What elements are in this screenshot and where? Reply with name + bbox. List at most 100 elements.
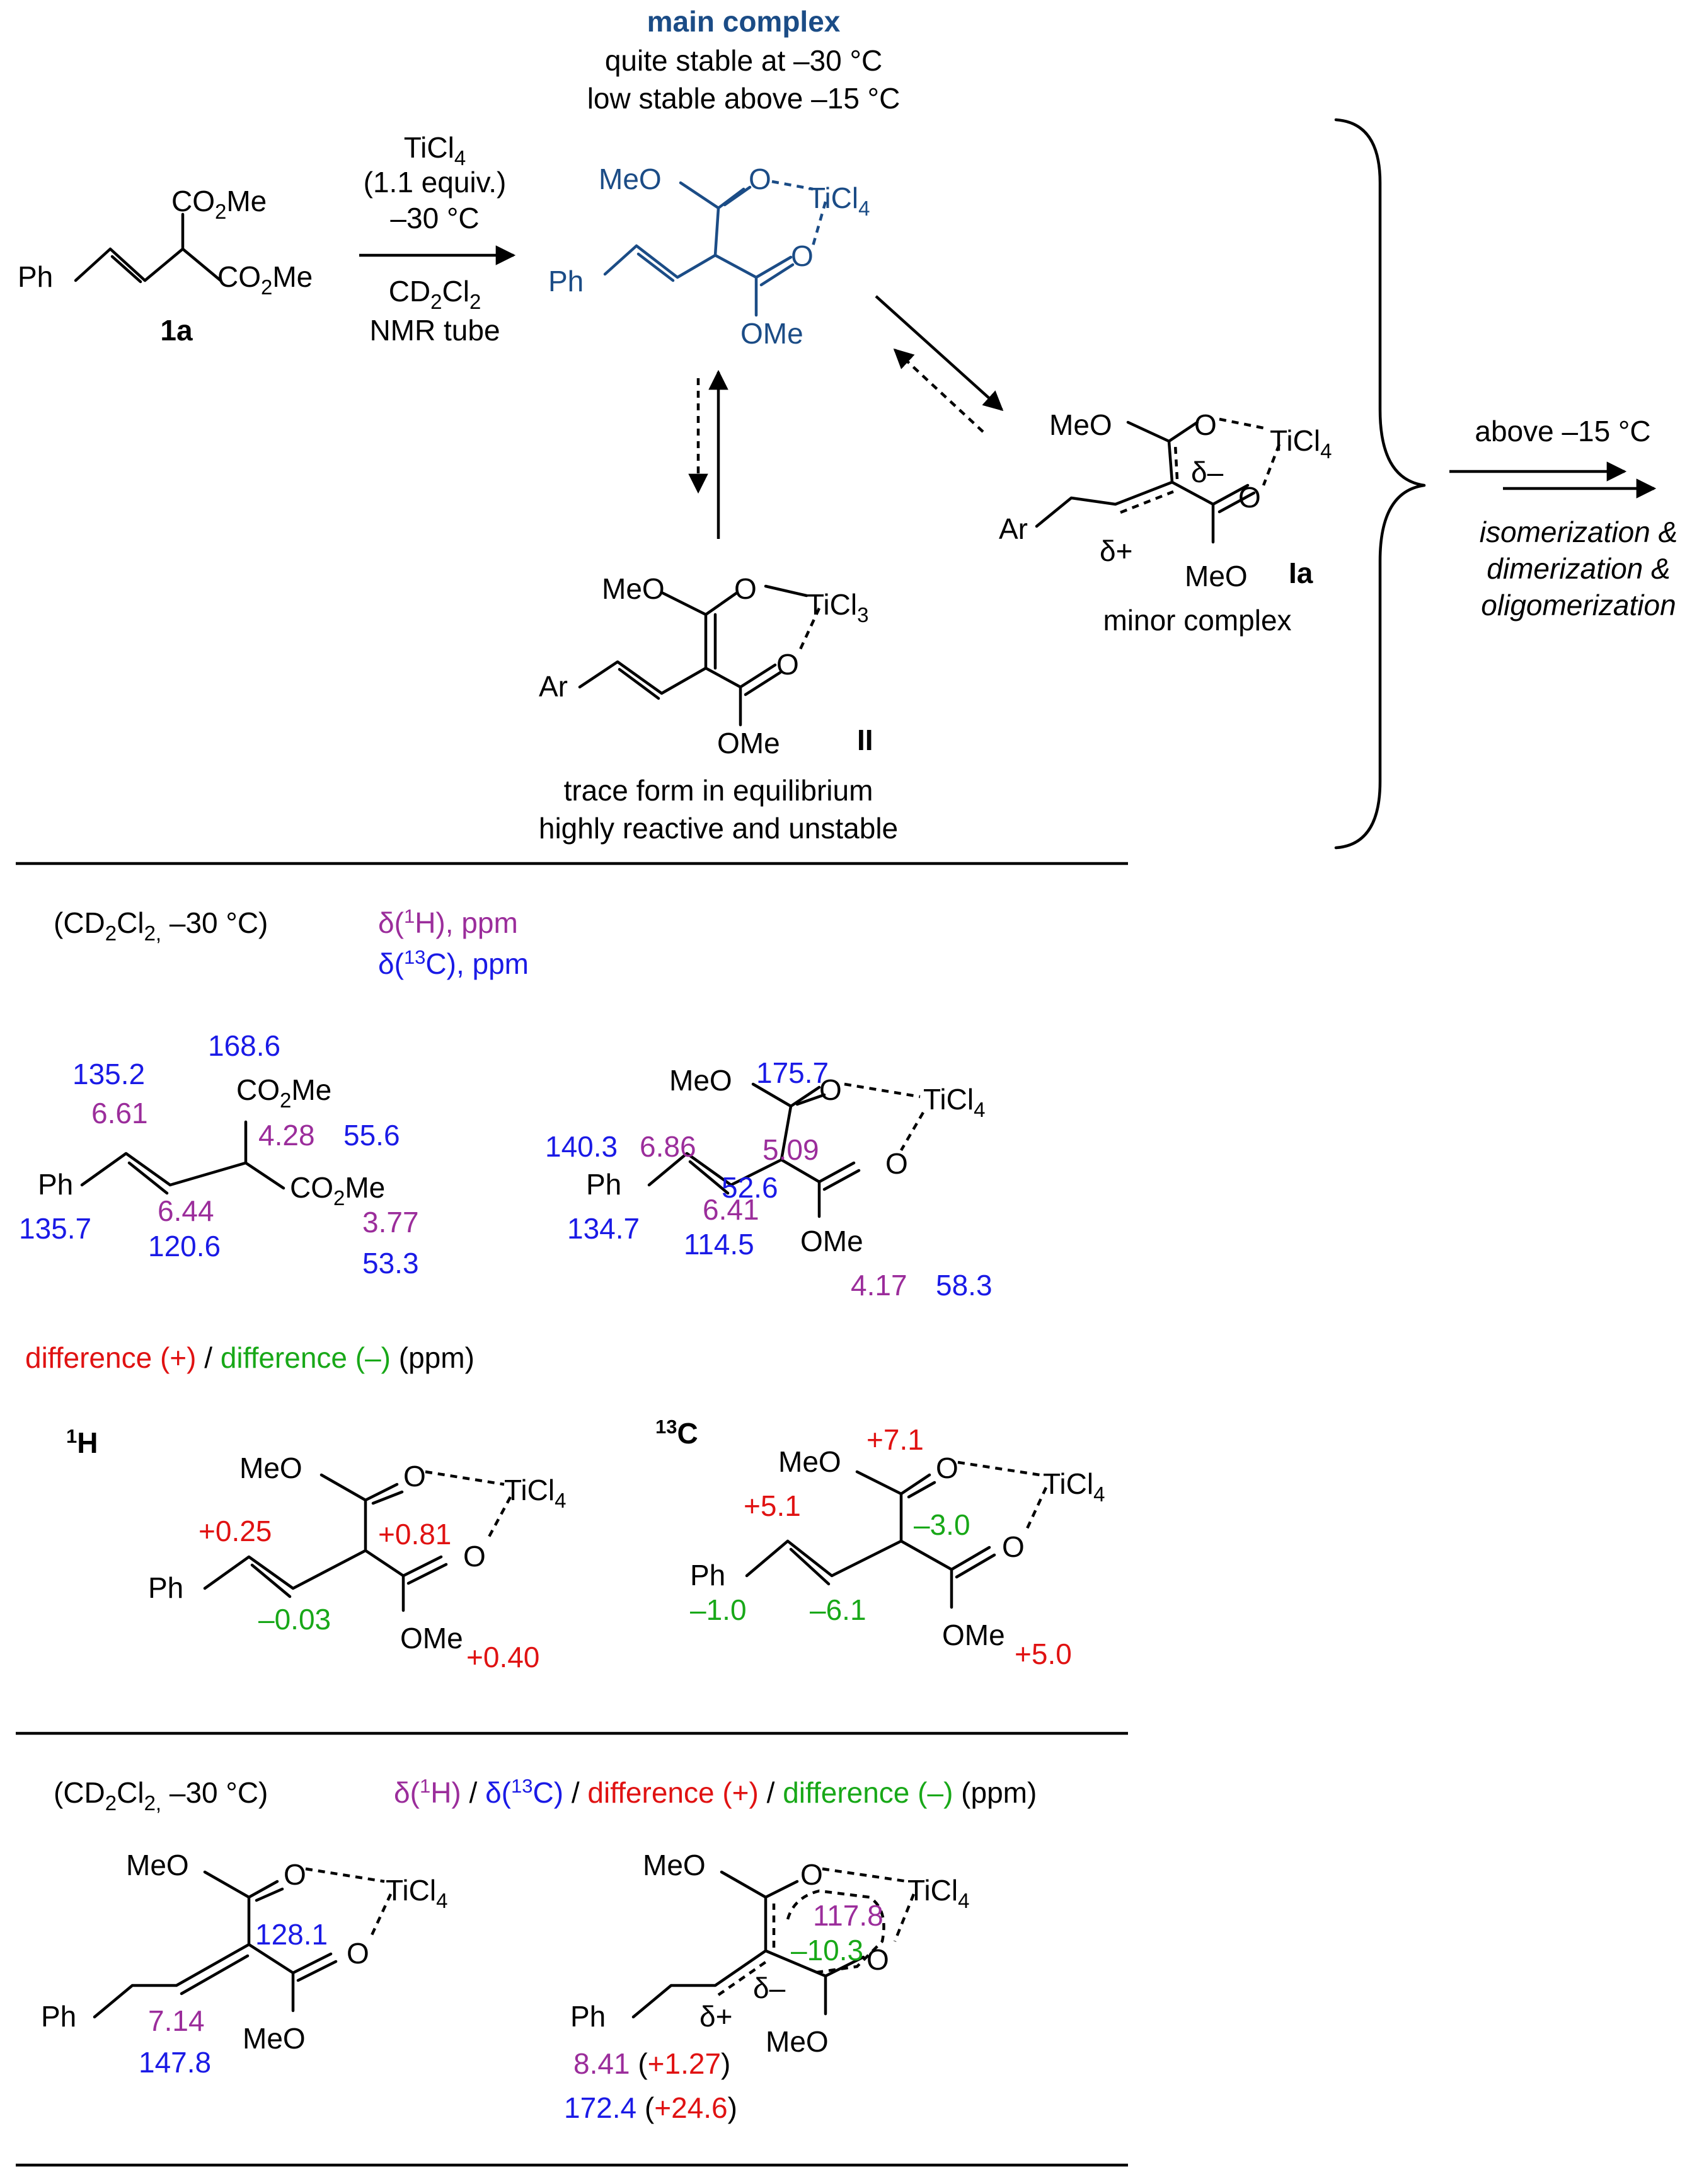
svg-text:O: O bbox=[791, 240, 814, 272]
svg-text:MeO: MeO bbox=[669, 1064, 732, 1097]
svg-text:O: O bbox=[749, 163, 771, 195]
svg-text:O: O bbox=[734, 572, 757, 605]
main-complex-title: main complex bbox=[647, 5, 841, 38]
outcome-dimerization: dimerization & bbox=[1487, 552, 1670, 585]
svg-text:CO2Me: CO2Me bbox=[236, 1073, 331, 1112]
svg-text:MeO: MeO bbox=[778, 1445, 841, 1478]
main-complex-note-2: low stable above –15 °C bbox=[587, 82, 901, 115]
polarized-proton-row: 8.41 (+1.27) bbox=[573, 2047, 730, 2080]
svg-text:Ar: Ar bbox=[539, 670, 568, 703]
svg-text:MeO: MeO bbox=[766, 2025, 829, 2058]
svg-text:MeO: MeO bbox=[602, 572, 665, 605]
svg-text:OMe: OMe bbox=[942, 1619, 1005, 1651]
svg-text:+7.1: +7.1 bbox=[866, 1423, 924, 1456]
svg-text:O: O bbox=[284, 1858, 306, 1891]
nmr-conditions: (CD2Cl2, –30 °C) bbox=[54, 906, 268, 945]
svg-text:6.41: 6.41 bbox=[703, 1193, 759, 1226]
outcome-isomerization: isomerization & bbox=[1480, 516, 1678, 548]
svg-text:MeO: MeO bbox=[1185, 560, 1248, 592]
solvent-cd2cl2: CD2Cl2 bbox=[389, 275, 481, 313]
svg-text:175.7: 175.7 bbox=[756, 1056, 829, 1089]
ph-atom: Ph bbox=[18, 260, 53, 293]
reagent-equiv: (1.1 equiv.) bbox=[364, 166, 507, 199]
svg-text:117.8: 117.8 bbox=[813, 1899, 883, 1932]
svg-text:O: O bbox=[885, 1147, 908, 1180]
ticl4-blue: TiCl4 bbox=[808, 182, 870, 220]
svg-text:–10.3: –10.3 bbox=[791, 1934, 863, 1967]
main-complex-note-1: quite stable at –30 °C bbox=[605, 44, 882, 77]
svg-text:MeO: MeO bbox=[599, 163, 662, 195]
svg-text:TiCl4: TiCl4 bbox=[923, 1083, 985, 1121]
svg-text:135.2: 135.2 bbox=[72, 1058, 145, 1090]
svg-text:Ph: Ph bbox=[586, 1168, 621, 1201]
svg-text:4.28: 4.28 bbox=[258, 1119, 315, 1152]
compound-ii-structure: MeO O TiCl3 O Ar OMe II bbox=[539, 572, 873, 760]
svg-text:Ph: Ph bbox=[148, 1571, 183, 1604]
isomer-neutral-structure: MeO O TiCl4 O Ph MeO 128.1 7.14 147.8 bbox=[41, 1849, 447, 2079]
ester-lower: CO2Me bbox=[217, 260, 313, 299]
isomer-conditions: (CD2Cl2, –30 °C) bbox=[54, 1776, 268, 1815]
trace-note-2: highly reactive and unstable bbox=[539, 812, 898, 845]
svg-text:+0.40: +0.40 bbox=[466, 1641, 539, 1673]
svg-text:53.3: 53.3 bbox=[362, 1247, 419, 1280]
svg-text:168.6: 168.6 bbox=[208, 1029, 280, 1062]
svg-text:58.3: 58.3 bbox=[936, 1269, 993, 1302]
svg-text:TiCl4: TiCl4 bbox=[386, 1874, 447, 1912]
vessel-nmr-tube: NMR tube bbox=[369, 314, 500, 347]
svg-text:128.1: 128.1 bbox=[255, 1918, 328, 1951]
compound-ia-structure: MeO O TiCl4 O Ar MeO δ– δ+ Ia bbox=[999, 408, 1332, 592]
ticl4-ia: TiCl4 bbox=[1270, 424, 1332, 463]
svg-text:OMe: OMe bbox=[400, 1622, 463, 1655]
svg-text:147.8: 147.8 bbox=[139, 2046, 211, 2079]
h-difference-structure: MeO O TiCl4 O Ph OMe +0.25 +0.81 –0.03 +… bbox=[148, 1452, 566, 1673]
svg-text:120.6: 120.6 bbox=[148, 1230, 221, 1262]
svg-text:MeO: MeO bbox=[643, 1849, 706, 1881]
ester-upper: CO2Me bbox=[171, 185, 267, 223]
svg-text:TiCl4: TiCl4 bbox=[907, 1874, 969, 1912]
svg-text:O: O bbox=[936, 1452, 958, 1484]
svg-text:MeO: MeO bbox=[243, 2022, 306, 2055]
svg-text:55.6: 55.6 bbox=[343, 1119, 400, 1152]
svg-text:6.86: 6.86 bbox=[640, 1130, 696, 1163]
svg-text:5.09: 5.09 bbox=[763, 1133, 819, 1166]
main-complex-structure: MeO O TiCl4 O Ph OMe bbox=[548, 163, 870, 350]
svg-text:+5.1: +5.1 bbox=[744, 1489, 801, 1522]
delta-plus-ia: δ+ bbox=[1100, 534, 1132, 567]
svg-text:140.3: 140.3 bbox=[545, 1130, 618, 1163]
svg-text:O: O bbox=[403, 1460, 426, 1493]
svg-text:134.7: 134.7 bbox=[567, 1212, 640, 1245]
outcome-oligomerization: oligomerization bbox=[1481, 589, 1676, 621]
svg-text:OMe: OMe bbox=[717, 727, 780, 760]
nmr-free-ester: Ph CO2Me CO2Me 168.6 135.2 6.61 4.28 55.… bbox=[19, 1029, 419, 1280]
svg-text:4.17: 4.17 bbox=[851, 1269, 907, 1302]
arrow-to-minor bbox=[875, 295, 1004, 412]
label-ii: II bbox=[857, 724, 873, 756]
label-ia: Ia bbox=[1289, 557, 1313, 589]
nmr-complex: MeO O TiCl4 O Ph OMe 175.7 140.3 6.86 5.… bbox=[545, 1056, 993, 1302]
svg-text:O: O bbox=[800, 1858, 823, 1891]
minor-complex-label: minor complex bbox=[1103, 604, 1291, 637]
svg-text:O: O bbox=[1002, 1530, 1025, 1563]
isomer-legend: δ(1H) / δ(13C) / difference (+) / differ… bbox=[394, 1775, 1037, 1809]
h-diff-label: 1H bbox=[66, 1425, 98, 1459]
svg-text:–6.1: –6.1 bbox=[810, 1593, 866, 1626]
polarized-carbon-row: 172.4 (+24.6) bbox=[564, 2091, 737, 2124]
c-diff-label: 13C bbox=[655, 1416, 698, 1450]
svg-text:–3.0: –3.0 bbox=[914, 1508, 970, 1541]
svg-text:6.61: 6.61 bbox=[91, 1097, 148, 1130]
c-difference-structure: MeO O TiCl4 O Ph OMe +7.1 +5.1 –3.0 –6.1… bbox=[690, 1423, 1105, 1670]
svg-text:Ar: Ar bbox=[999, 512, 1028, 545]
svg-text:+0.81: +0.81 bbox=[378, 1518, 451, 1551]
svg-text:+0.25: +0.25 bbox=[199, 1515, 272, 1547]
svg-text:114.5: 114.5 bbox=[684, 1228, 754, 1261]
svg-text:O: O bbox=[1238, 481, 1261, 514]
svg-text:O: O bbox=[347, 1937, 369, 1970]
difference-legend: difference (+) / difference (–) (ppm) bbox=[25, 1341, 475, 1374]
delta-minus-polarized: δ– bbox=[753, 1972, 786, 2004]
svg-text:6.44: 6.44 bbox=[158, 1194, 214, 1227]
svg-text:OMe: OMe bbox=[800, 1225, 863, 1257]
svg-text:O: O bbox=[866, 1943, 889, 1976]
svg-text:Ph: Ph bbox=[548, 265, 584, 298]
svg-text:MeO: MeO bbox=[126, 1849, 189, 1881]
